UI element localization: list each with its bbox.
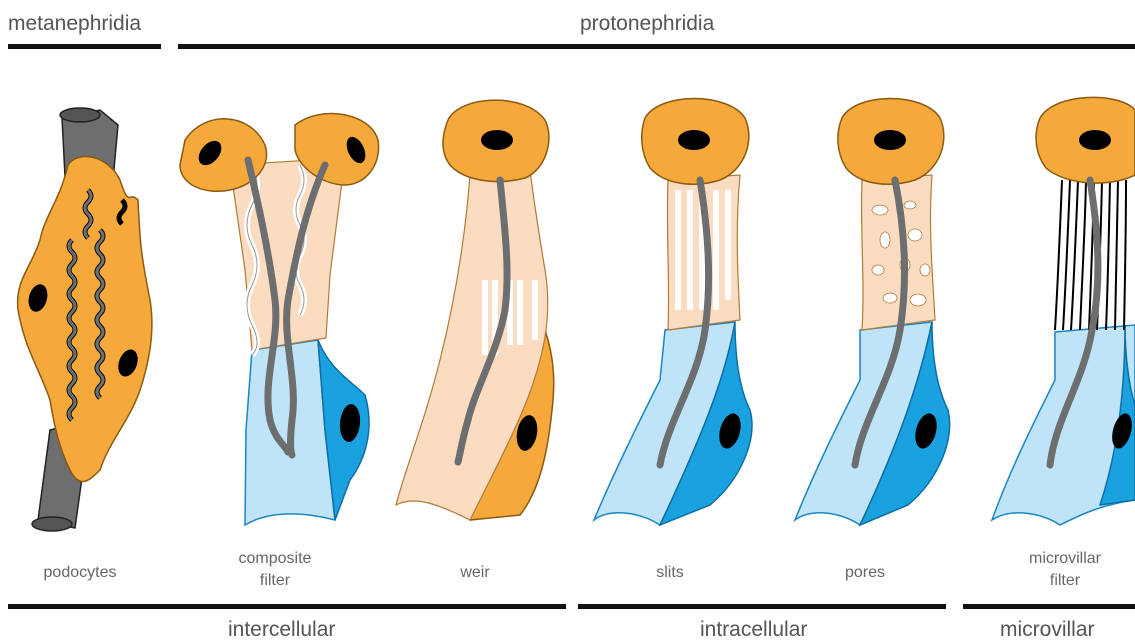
pores-cell <box>795 99 950 526</box>
slits-label: slits <box>625 562 715 584</box>
pores-nucleus <box>874 130 906 150</box>
podocytes-label: podocytes <box>15 562 145 584</box>
intracellular-bar <box>578 604 946 609</box>
podocyte-cell <box>18 108 152 531</box>
slits-cell <box>594 99 752 526</box>
weir-label: weir <box>430 562 520 584</box>
podocyte-tube-top-cap <box>60 108 100 122</box>
microvillar-filter-label: microvillar filter <box>1005 548 1125 592</box>
intercellular-header: intercellular <box>228 618 335 642</box>
microvillar-filter-label-line1: microvillar <box>1005 548 1125 570</box>
intracellular-header: intracellular <box>700 618 807 642</box>
composite-filter-label-line1: composite <box>215 548 335 570</box>
microvillar-filter-label-line2: filter <box>1005 570 1125 592</box>
microvillar-nucleus <box>1079 130 1111 150</box>
pores-label: pores <box>820 562 910 584</box>
microvillar-bar <box>963 604 1135 609</box>
microvillar-header: microvillar <box>1000 618 1095 642</box>
intercellular-bar <box>8 604 566 609</box>
podocyte-tube-bottom-cap <box>32 517 72 531</box>
composite-filter-cell <box>180 114 379 525</box>
slits-nucleus <box>678 130 710 150</box>
weir-cell <box>396 100 554 520</box>
composite-filter-label: composite filter <box>215 548 335 592</box>
microvillar-filter-cell <box>992 97 1135 525</box>
composite-filter-label-line2: filter <box>215 570 335 592</box>
weir-nucleus <box>481 130 513 150</box>
